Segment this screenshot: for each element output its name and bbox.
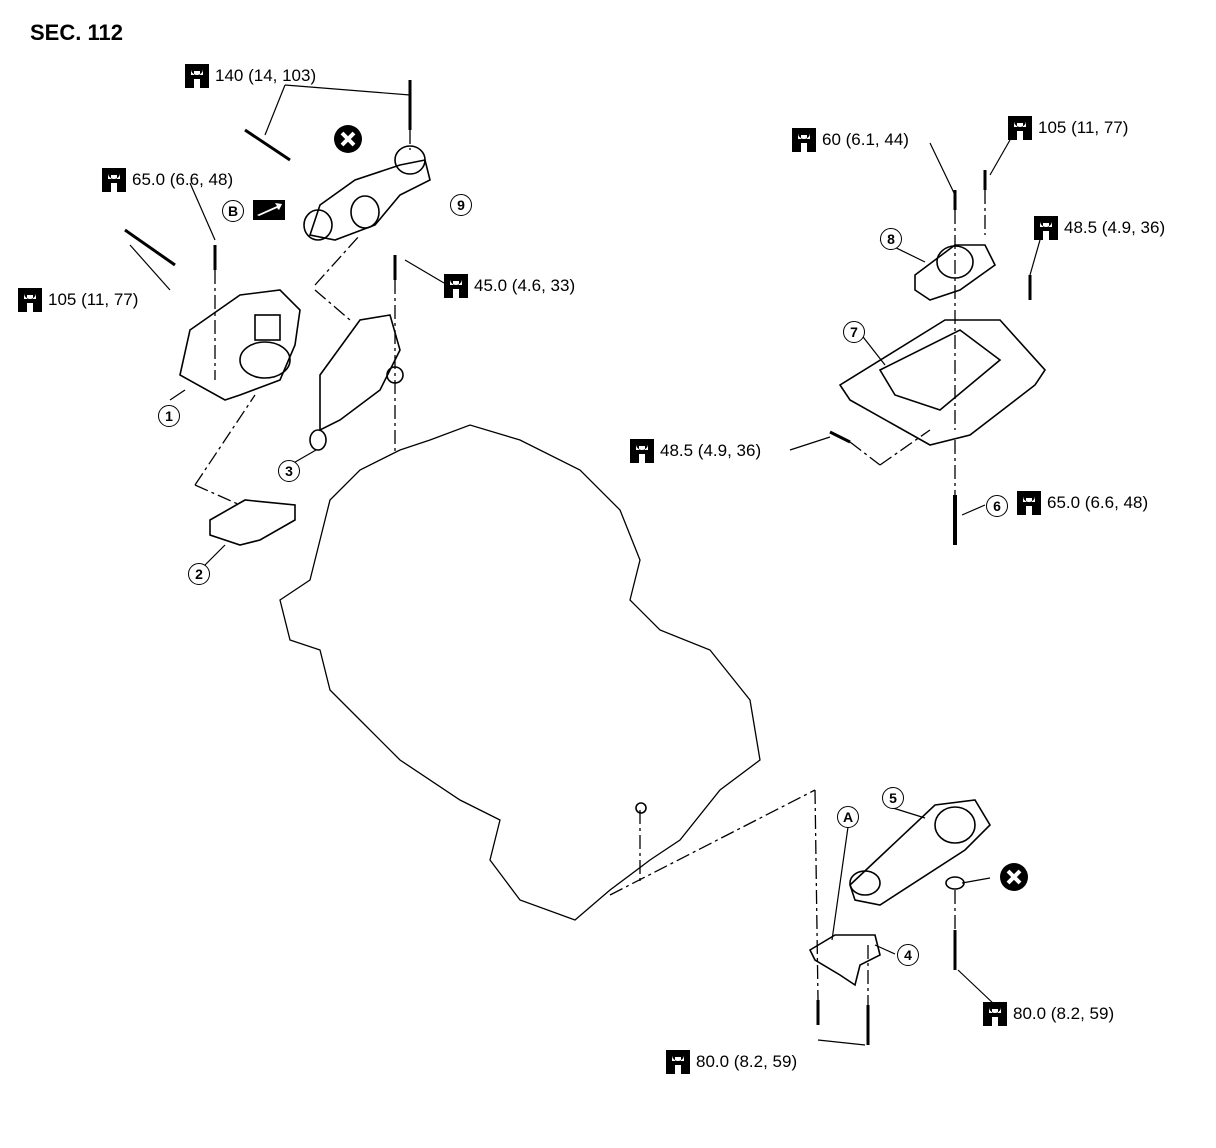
callout-b: B	[222, 200, 244, 222]
torque-wrench-icon	[1034, 216, 1058, 240]
callout-8: 8	[880, 228, 902, 250]
torque-wrench-icon	[185, 64, 209, 88]
callout-7: 7	[843, 321, 865, 343]
callout-5: 5	[882, 787, 904, 809]
leader-140	[284, 84, 411, 96]
part-7-mount-bracket	[838, 319, 1047, 446]
torque-label-45: 45.0 (4.6, 33)	[444, 274, 575, 298]
torque-label-80a: 80.0 (8.2, 59)	[983, 1002, 1114, 1026]
torque-wrench-icon	[792, 128, 816, 152]
torque-value: 105 (11, 77)	[1038, 118, 1129, 137]
callout-4: 4	[897, 944, 919, 966]
torque-label-140: 140 (14, 103)	[185, 64, 316, 88]
torque-value: 105 (11, 77)	[48, 290, 139, 309]
part-2-heat-shield	[209, 499, 296, 546]
part-1-insulator	[254, 314, 281, 341]
callout-9: 9	[450, 194, 472, 216]
torque-value: 45.0 (4.6, 33)	[474, 276, 576, 295]
callout-1: 1	[158, 405, 180, 427]
torque-wrench-icon	[666, 1050, 690, 1074]
part-1-rh-mount	[179, 289, 301, 401]
do-not-reuse-icon	[1000, 863, 1028, 891]
callout-6: 6	[986, 495, 1008, 517]
part-9-torque-rod	[308, 159, 431, 241]
torque-wrench-icon	[983, 1002, 1007, 1026]
arrow-direction-icon	[253, 200, 285, 220]
torque-value: 65.0 (6.6, 48)	[132, 170, 234, 189]
torque-label-65b: 65.0 (6.6, 48)	[1017, 491, 1148, 515]
torque-label-485a: 48.5 (4.9, 36)	[1034, 216, 1165, 240]
torque-label-105b: 105 (11, 77)	[1008, 116, 1128, 140]
torque-value: 60 (6.1, 44)	[822, 130, 909, 149]
torque-wrench-icon	[630, 439, 654, 463]
callout-3: 3	[278, 460, 300, 482]
torque-label-80b: 80.0 (8.2, 59)	[666, 1050, 797, 1074]
torque-wrench-icon	[102, 168, 126, 192]
torque-value: 48.5 (4.9, 36)	[1064, 218, 1166, 237]
torque-label-60: 60 (6.1, 44)	[792, 128, 909, 152]
part-4-bracket	[808, 934, 881, 987]
torque-wrench-icon	[18, 288, 42, 312]
torque-label-485b: 48.5 (4.9, 36)	[630, 439, 761, 463]
callout-a: A	[837, 806, 859, 828]
torque-label-105a: 105 (11, 77)	[18, 288, 138, 312]
part-8-lh-mount	[914, 244, 997, 301]
callout-2: 2	[188, 563, 210, 585]
do-not-reuse-icon	[334, 125, 362, 153]
torque-value: 140 (14, 103)	[215, 66, 317, 85]
torque-wrench-icon	[1017, 491, 1041, 515]
engine-outline	[279, 424, 761, 921]
torque-value: 48.5 (4.9, 36)	[660, 441, 762, 460]
torque-wrench-icon	[444, 274, 468, 298]
part-5-rear-torque-rod	[849, 799, 992, 906]
torque-value: 80.0 (8.2, 59)	[1013, 1004, 1115, 1023]
torque-value: 65.0 (6.6, 48)	[1047, 493, 1149, 512]
part-3-bracket	[319, 314, 401, 432]
torque-wrench-icon	[1008, 116, 1032, 140]
section-title: SEC. 112	[30, 20, 123, 45]
torque-value: 80.0 (8.2, 59)	[696, 1052, 798, 1071]
torque-label-65a: 65.0 (6.6, 48)	[102, 168, 233, 192]
